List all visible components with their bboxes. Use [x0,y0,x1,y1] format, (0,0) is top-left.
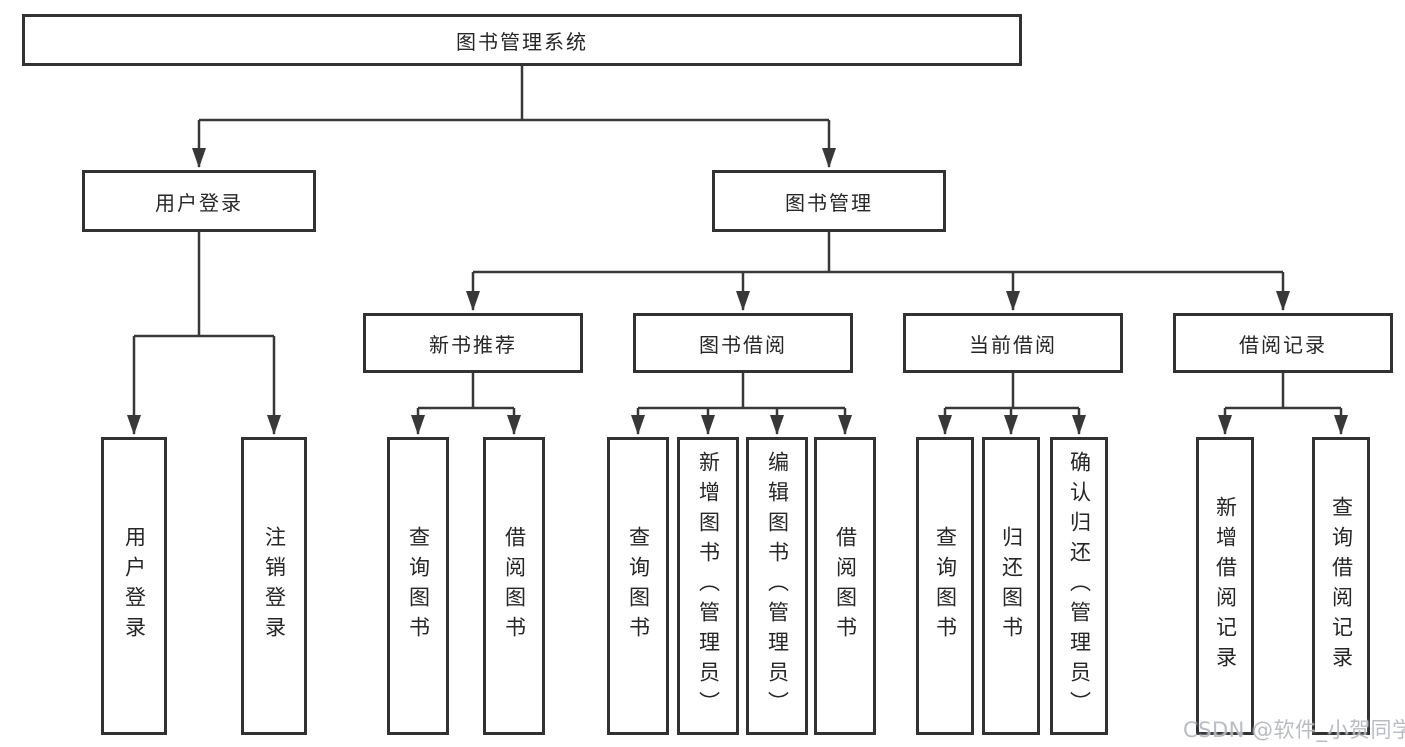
node-label: 查询图书 [406,526,431,646]
node-label: 用户登录 [122,526,147,646]
node-label: 当前借阅 [969,332,1057,357]
node-book-management-branch: 图书管理 [712,170,946,232]
leaf-query-borrow-record: 查询借阅记录 [1312,437,1370,735]
node-user-login-branch: 用户登录 [82,170,316,232]
leaf-borrow-books: 借阅图书 [814,437,876,735]
node-label: 查询图书 [933,526,958,646]
node-label: 查询图书 [626,526,651,646]
leaf-add-borrow-record: 新增借阅记录 [1196,437,1254,735]
leaf-query-books-current: 查询图书 [916,437,974,735]
node-label: 新书推荐 [429,332,517,357]
leaf-logout: 注销登录 [241,437,307,735]
leaf-confirm-return-admin: 确认归还（管理员） [1050,437,1108,735]
leaf-edit-books-admin: 编辑图书（管理员） [746,437,808,735]
node-new-book-recommend: 新书推荐 [363,313,583,373]
leaf-user-login: 用户登录 [101,437,167,735]
csdn-watermark: CSDN @软件_小贺同学 [1183,718,1405,742]
node-label: 图书管理系统 [456,29,588,54]
node-label: 借阅图书 [502,526,527,646]
node-label: 图书借阅 [699,332,787,357]
node-label: 查询借阅记录 [1329,496,1354,676]
node-label: 归还图书 [999,526,1024,646]
leaf-return-books: 归还图书 [982,437,1040,735]
leaf-query-books-borrow: 查询图书 [607,437,669,735]
leaf-query-books-recommend: 查询图书 [387,437,449,735]
node-label: 借阅记录 [1239,332,1327,357]
node-label: 注销登录 [262,526,287,646]
node-book-borrow: 图书借阅 [633,313,853,373]
node-label: 新增借阅记录 [1213,496,1238,676]
node-label: 编辑图书（管理员） [765,451,790,721]
leaf-borrow-books-recommend: 借阅图书 [483,437,545,735]
node-label: 借阅图书 [833,526,858,646]
node-label: 新增图书（管理员） [696,451,721,721]
node-borrow-record: 借阅记录 [1173,313,1393,373]
node-root-system: 图书管理系统 [22,14,1022,66]
leaf-add-books-admin: 新增图书（管理员） [677,437,739,735]
node-label: 用户登录 [155,190,243,215]
node-label: 确认归还（管理员） [1067,451,1092,721]
node-label: 图书管理 [785,190,873,215]
node-current-borrow: 当前借阅 [903,313,1123,373]
